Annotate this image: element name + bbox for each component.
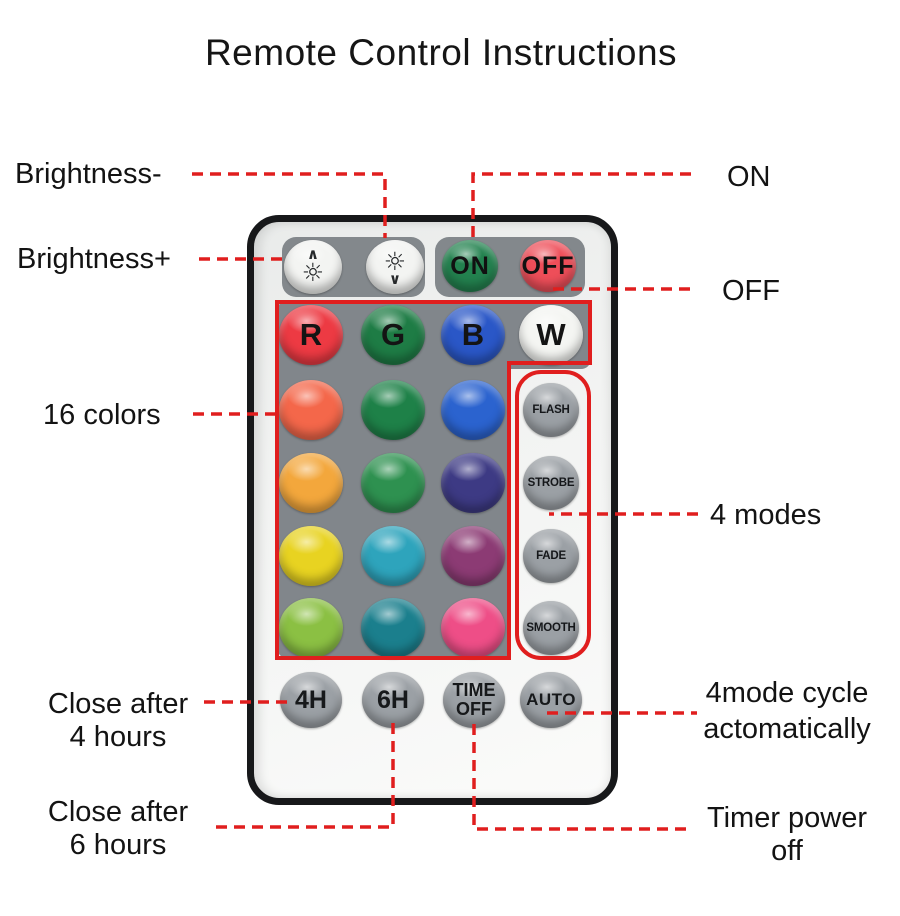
color-button-coral[interactable] <box>279 380 343 440</box>
color-button-green[interactable]: G <box>361 305 425 365</box>
sixteen-colors-label: 16 colors <box>43 399 161 431</box>
sun-down-arrow-icon: ☼∨ <box>383 247 407 288</box>
fade-button[interactable]: FADE <box>523 529 579 583</box>
color-button-teal[interactable] <box>361 598 425 658</box>
color-button-pink[interactable] <box>441 598 505 658</box>
off-label: OFF <box>722 275 780 307</box>
flash-button[interactable]: FLASH <box>523 383 579 437</box>
four-modes-label: 4 modes <box>710 499 822 531</box>
strobe-button[interactable]: STROBE <box>523 456 579 510</box>
color-button-blue[interactable]: B <box>441 305 505 365</box>
color-button-plum[interactable] <box>441 526 505 586</box>
color-button-red[interactable]: R <box>279 305 343 365</box>
color-button-green-3[interactable] <box>361 453 425 513</box>
on-button[interactable]: ON <box>442 240 498 292</box>
color-button-amber[interactable] <box>279 453 343 513</box>
color-button-navy[interactable] <box>441 453 505 513</box>
timer-6h-button[interactable]: 6H <box>362 672 424 728</box>
brightness-plus-label: Brightness+ <box>17 243 171 275</box>
on-label: ON <box>727 161 771 193</box>
brightness-up-button[interactable]: ∧☼ <box>284 240 342 294</box>
sun-up-arrow-icon: ∧☼ <box>301 245 325 287</box>
color-button-white[interactable]: W <box>519 305 583 365</box>
auto-button[interactable]: AUTO <box>520 672 582 728</box>
color-button-blue-2[interactable] <box>441 380 505 440</box>
smooth-button[interactable]: SMOOTH <box>523 601 579 655</box>
brightness-minus-label: Brightness- <box>15 158 162 190</box>
color-button-green-2[interactable] <box>361 380 425 440</box>
color-button-lime[interactable] <box>279 598 343 658</box>
off-button[interactable]: OFF <box>520 240 576 292</box>
brightness-down-button[interactable]: ☼∨ <box>366 240 424 294</box>
color-button-yellow[interactable] <box>279 526 343 586</box>
timer-4h-button[interactable]: 4H <box>280 672 342 728</box>
remote-body: ∧☼ ☼∨ ON OFF R G B W FLASH STROBE FADE <box>247 215 618 805</box>
page-title: Remote Control Instructions <box>204 32 678 73</box>
color-button-cyan[interactable] <box>361 526 425 586</box>
